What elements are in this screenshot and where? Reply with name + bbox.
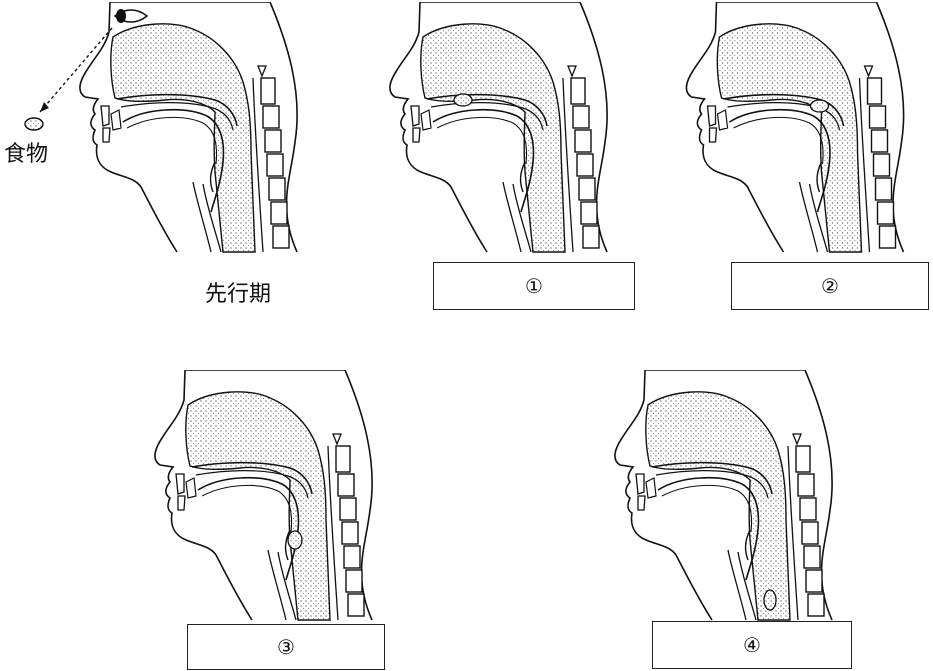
stage-pre-label: 先行期 [205,276,271,308]
stage-4-diagram [595,370,865,622]
stage-1-diagram [370,2,640,254]
stage-4-label: ④ [652,621,852,669]
food-icon [25,118,43,130]
stage-1-label: ① [433,262,635,310]
gaze-arrow [0,0,140,140]
food-bolus [811,100,829,112]
food-bolus [764,590,776,610]
stage-2-label: ② [731,262,929,310]
food-label: 食物 [4,136,48,168]
stage-2-diagram [670,2,933,254]
food-bolus [454,94,472,106]
food-bolus [288,531,302,549]
stage-3-label: ③ [187,624,385,670]
stage-3-diagram [135,370,405,622]
